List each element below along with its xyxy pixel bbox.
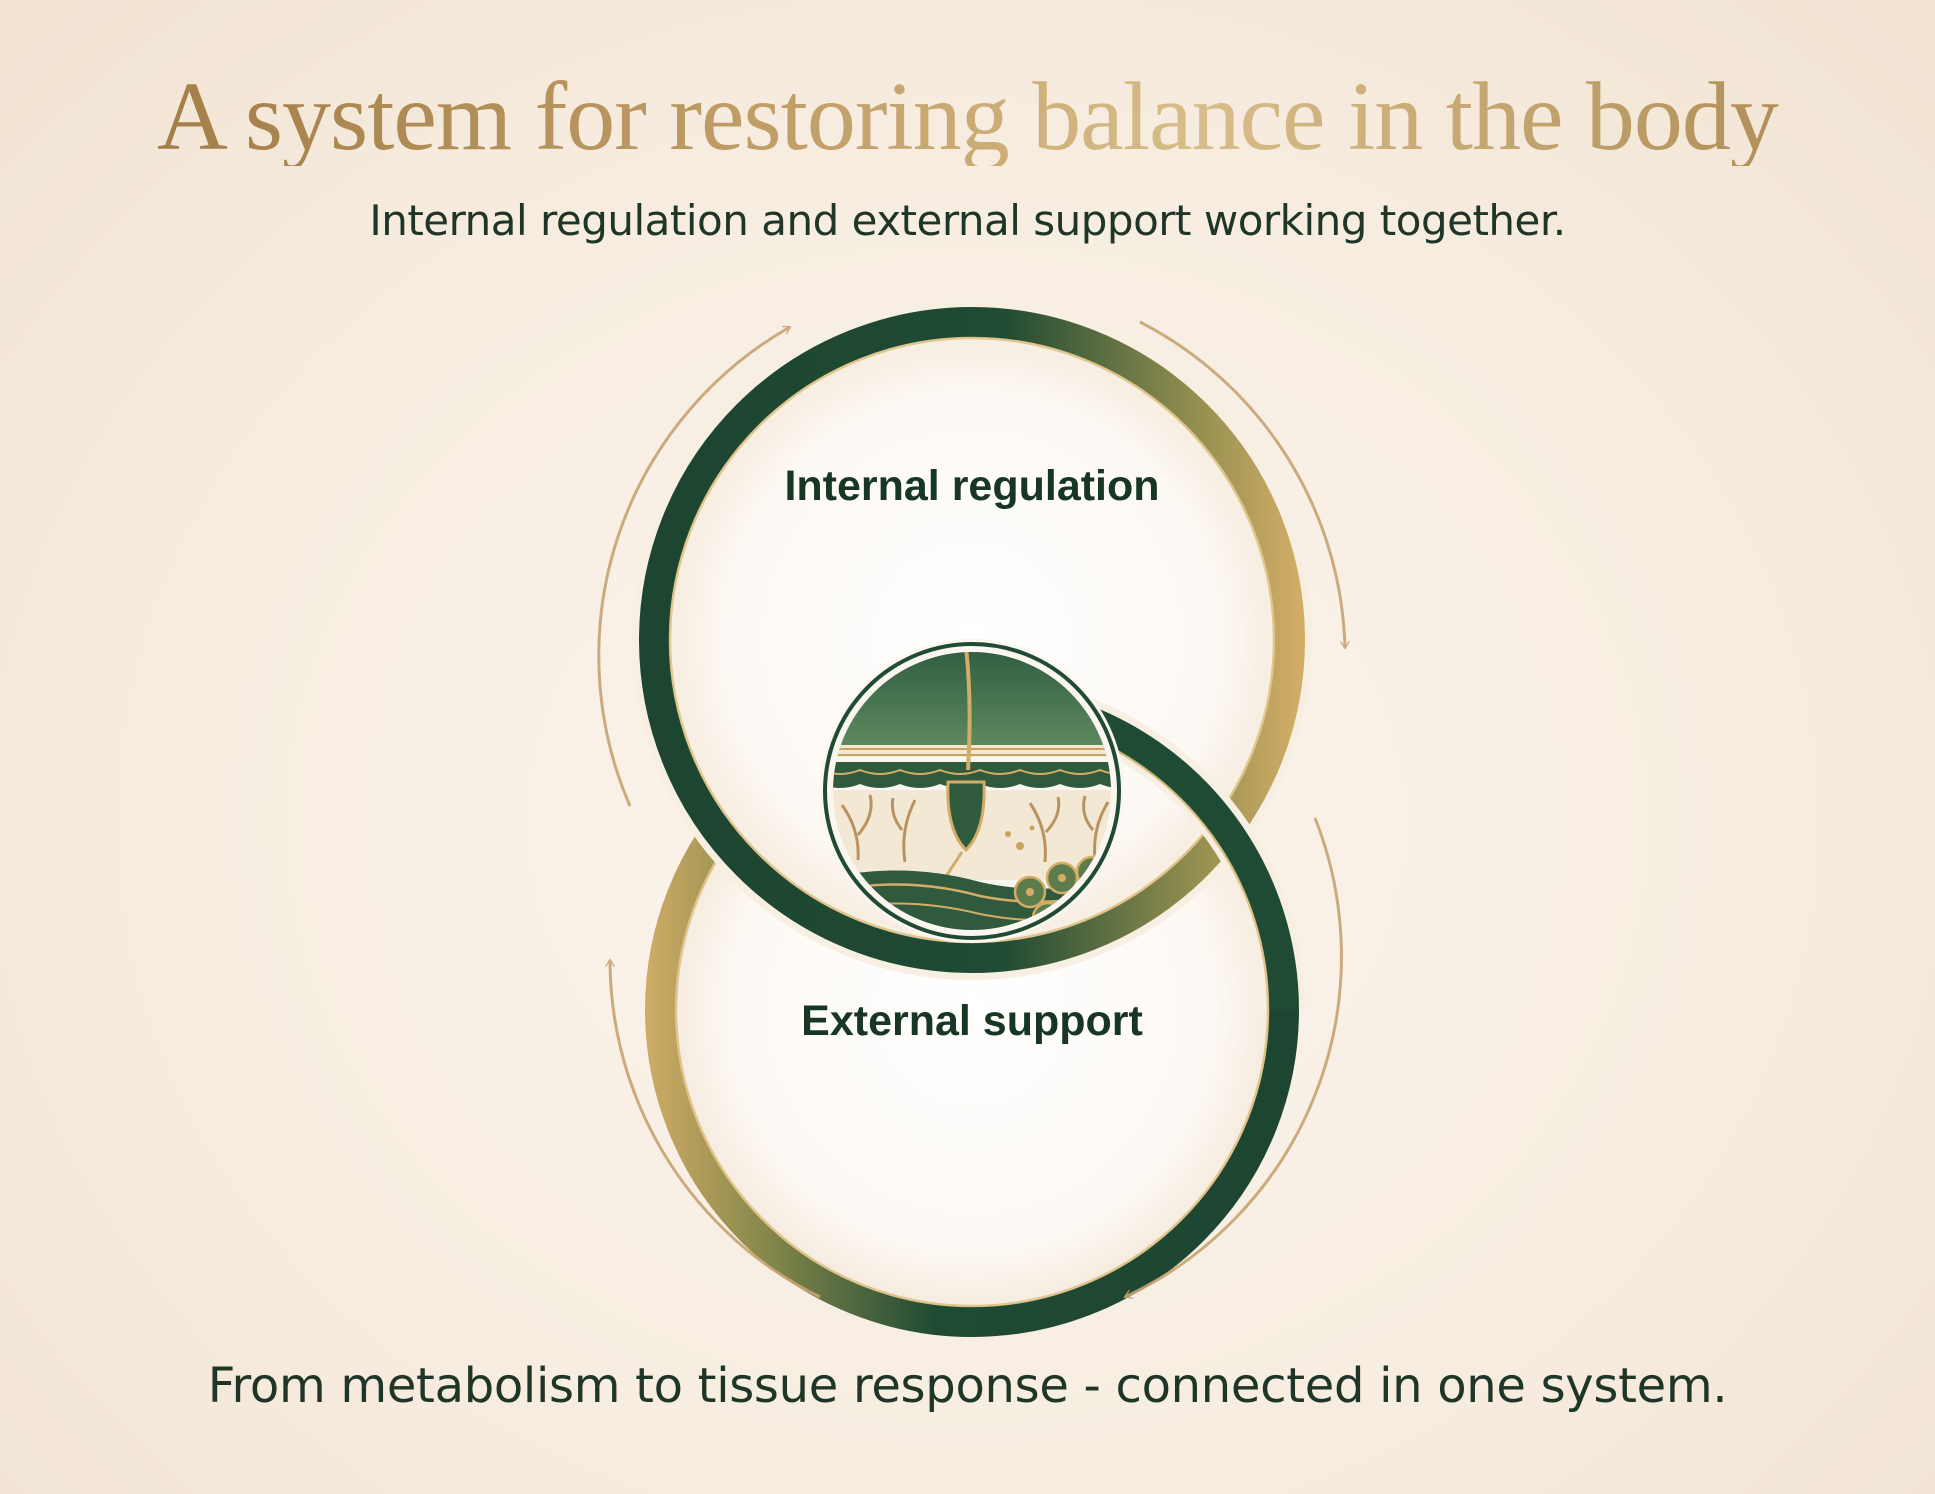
page-title: A system for restoring balance in the bo… — [0, 68, 1935, 166]
internal-regulation-ring — [632, 300, 1312, 980]
page-subtitle: Internal regulation and external support… — [369, 196, 1566, 245]
arrow-top-right-icon — [1139, 320, 1350, 650]
arrow-bottom-right-icon — [1123, 817, 1343, 1299]
page-footer: From metabolism to tissue response - con… — [207, 1358, 1728, 1414]
arrow-bottom-left-icon — [605, 958, 821, 1299]
flow-arrows — [597, 320, 1350, 1299]
arrow-top-left-icon — [597, 325, 792, 807]
internal-regulation-label: Internal regulation — [784, 462, 1159, 510]
external-support-label: External support — [801, 997, 1143, 1045]
skin-cross-section-icon — [820, 639, 1124, 943]
